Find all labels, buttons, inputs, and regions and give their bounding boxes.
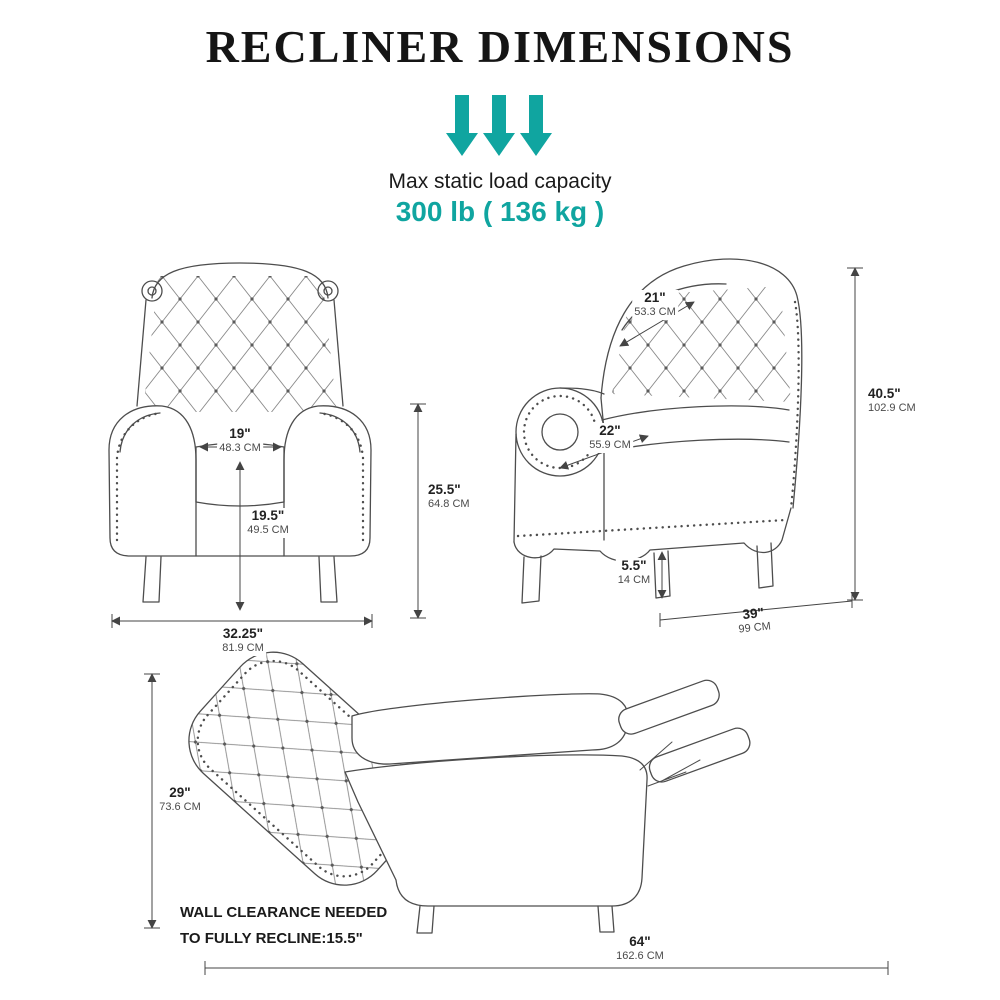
page-title: RECLINER DIMENSIONS [205, 21, 795, 72]
dim-reclined-height: 29" 73.6 CM [157, 785, 203, 815]
dim-reclined-length: 64" 162.6 CM [614, 934, 666, 964]
side-dimension-lines [559, 267, 863, 627]
front-view-chair [108, 262, 372, 603]
capacity-arrows-icon [446, 95, 552, 156]
dim-side-back-width: 21" 53.3 CM [632, 290, 678, 320]
dim-side-overall-depth: 39" 99 CM [738, 604, 772, 637]
dim-front-overall-width: 32.25" 81.9 CM [220, 626, 266, 656]
dim-front-seat-width: 19" 48.3 CM [217, 426, 263, 456]
front-dimension-lines [111, 403, 426, 628]
dim-side-seat-depth: 22" 55.9 CM [587, 423, 633, 453]
dim-side-overall-height: 40.5" 102.9 CM [866, 386, 918, 416]
reclined-dimension-lines [144, 673, 889, 975]
wall-clearance-line1: WALL CLEARANCE NEEDED [180, 904, 388, 921]
capacity-value: 300 lb ( 136 kg ) [395, 196, 605, 227]
reclined-view-chair [188, 651, 751, 934]
wall-clearance-line2: TO FULLY RECLINE:15.5" [180, 929, 363, 947]
capacity-label: Max static load capacity [388, 170, 612, 193]
dim-front-back-height: 25.5" 64.8 CM [426, 482, 472, 512]
wall-clearance-note: WALL CLEARANCE NEEDED TO FULLY RECLINE:1… [180, 900, 388, 951]
dim-front-seat-height: 19.5" 49.5 CM [245, 508, 291, 538]
dim-side-leg-height: 5.5" 14 CM [615, 558, 653, 588]
